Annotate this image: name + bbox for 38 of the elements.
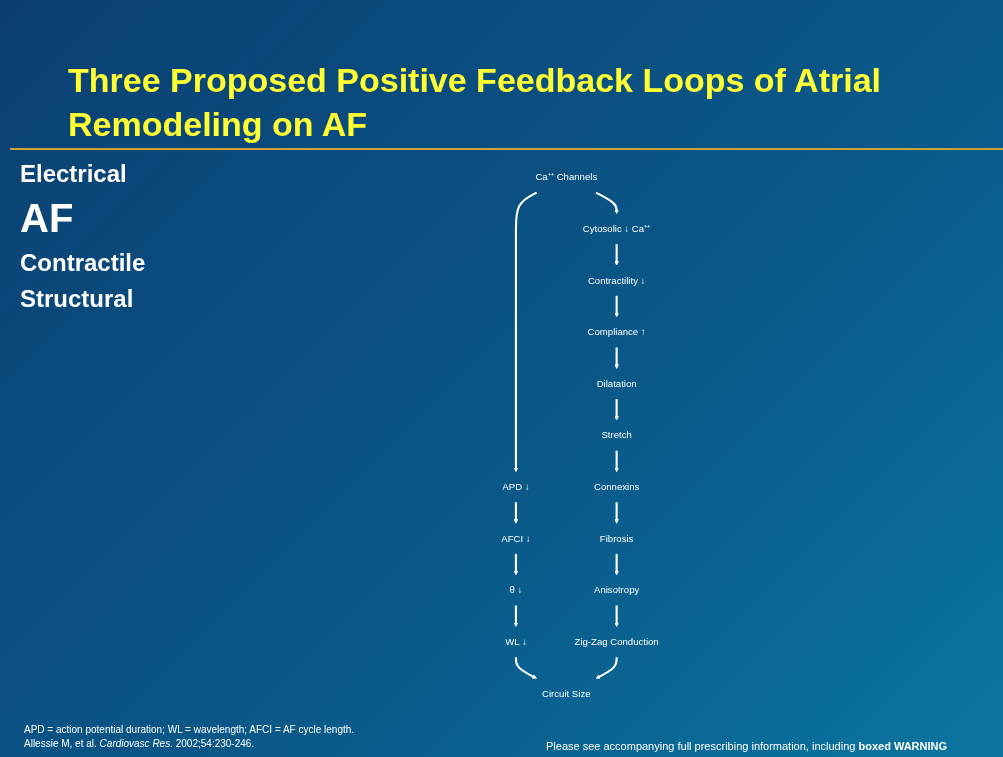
node-text: Compliance ↑ bbox=[587, 326, 646, 338]
arrow bbox=[614, 553, 619, 576]
arrow bbox=[595, 657, 618, 679]
node-text: APD ↓ bbox=[502, 481, 530, 493]
node-text: Ca⁺⁺ Channels bbox=[535, 171, 598, 183]
loop-label: Contractile bbox=[20, 249, 147, 277]
node-text: Fibrosis bbox=[599, 533, 634, 544]
arrow bbox=[614, 502, 619, 524]
footnote: APD = action potential duration; WL = wavelength; AFCI = AF cycle length. bbox=[24, 724, 355, 735]
node-text: Connexins bbox=[594, 481, 640, 493]
node-text: Contractility ↓ bbox=[587, 275, 646, 286]
arrow bbox=[513, 502, 519, 524]
arrow bbox=[514, 657, 537, 679]
arrow bbox=[614, 295, 619, 318]
node-text: Zig-Zag Conduction bbox=[574, 636, 659, 648]
arrow bbox=[614, 244, 619, 266]
node-text: Circuit Size bbox=[542, 687, 591, 699]
node-text: WL ↓ bbox=[505, 636, 527, 648]
arrow bbox=[614, 605, 619, 627]
arrow bbox=[595, 191, 619, 215]
arrow bbox=[513, 553, 519, 576]
node-text: AFCI ↓ bbox=[501, 533, 531, 544]
node-text: Cytosolic ↓ Ca⁺⁺ bbox=[582, 223, 651, 235]
node-text: Dilatation bbox=[596, 378, 637, 389]
slide-title: Three Proposed Positive Feedback Loops of Atrial Remodeling on AF bbox=[68, 60, 883, 145]
citation: Allessie M, et al. Cardiovasc Res. 2002;54:230-246. bbox=[24, 738, 255, 749]
arrow bbox=[614, 399, 619, 421]
node-text: Anisotropy bbox=[594, 584, 640, 596]
arrow bbox=[513, 605, 519, 627]
loop-label: Electrical bbox=[20, 160, 128, 188]
arrow bbox=[513, 191, 538, 473]
loop-label: Structural bbox=[20, 285, 135, 313]
arrow bbox=[614, 347, 619, 369]
center-label: AF bbox=[20, 196, 75, 241]
disclaimer-note: Please see accompanying full prescribing information, including boxed WARNING bbox=[546, 740, 948, 752]
node-text: θ ↓ bbox=[509, 584, 523, 596]
arrow bbox=[614, 450, 619, 473]
node-text: Stretch bbox=[601, 429, 632, 441]
